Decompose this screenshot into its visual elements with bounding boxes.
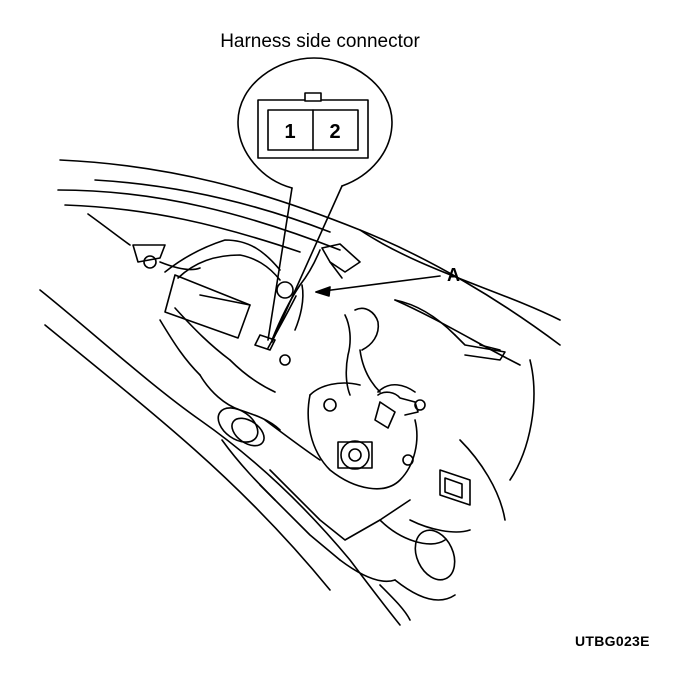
- figure-code: UTBG023E: [575, 633, 650, 649]
- wiring-right: [345, 300, 505, 428]
- steering-shaft: [160, 308, 320, 500]
- lower-housing: [260, 470, 470, 620]
- connector-pin-1: 1: [284, 121, 296, 143]
- callout-a-label: A: [447, 265, 460, 285]
- harness-assembly: [133, 240, 360, 350]
- callout-a-leader: [316, 276, 440, 296]
- connector-pin-2: 2: [329, 121, 341, 143]
- connector-balloon: [238, 58, 392, 342]
- dash-structure: [40, 160, 560, 625]
- mounting-plate: [280, 355, 417, 489]
- diagram-title: Harness side connector: [220, 31, 420, 52]
